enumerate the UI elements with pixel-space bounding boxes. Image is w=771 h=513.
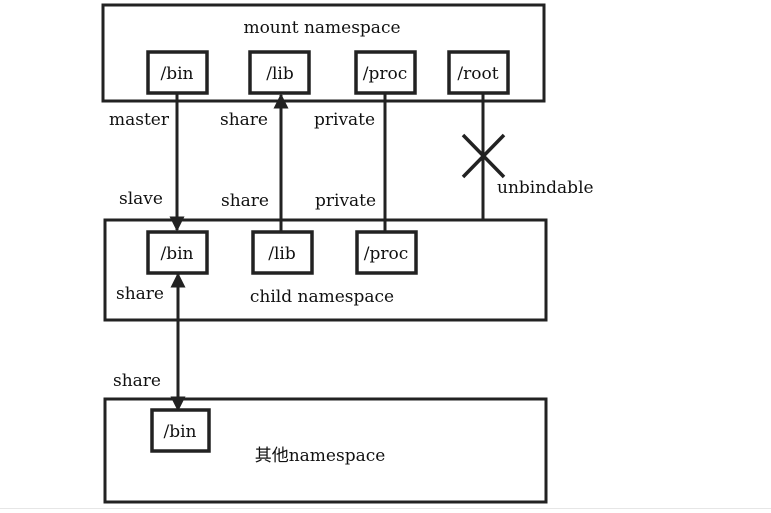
mount-namespace-title: mount namespace (243, 18, 400, 38)
label-unbindable: unbindable (497, 178, 594, 198)
mount-dir-lib-label: /lib (266, 64, 294, 84)
label-share-lower: share (221, 191, 269, 211)
mount-dir-root: /root (447, 50, 510, 95)
child-dir-bin: /bin (146, 230, 209, 275)
label-master: master (109, 110, 170, 130)
child-namespace-box: child namespace /bin /lib /proc (103, 218, 548, 322)
other-namespace-title: 其他namespace (255, 446, 386, 466)
label-private-lower: private (315, 191, 376, 211)
child-dir-bin-label: /bin (161, 244, 194, 264)
child-dir-proc-label: /proc (364, 244, 409, 264)
mount-dir-lib: /lib (248, 50, 311, 95)
mount-dir-bin-label: /bin (161, 64, 194, 84)
label-private-upper: private (314, 110, 375, 130)
label-share-child-bin: share (116, 284, 164, 304)
label-slave: slave (119, 189, 163, 209)
unbindable-cross-icon (461, 133, 506, 179)
mount-dir-root-label: /root (457, 64, 498, 84)
child-dir-lib-label: /lib (268, 244, 296, 264)
mount-namespace-box: mount namespace /bin /lib /proc /root (101, 3, 546, 103)
child-namespace-title: child namespace (250, 287, 394, 307)
child-dir-proc: /proc (355, 230, 418, 275)
mount-dir-proc-label: /proc (363, 64, 408, 84)
child-dir-lib: /lib (251, 230, 314, 275)
other-namespace-box: 其他namespace /bin (103, 397, 548, 504)
label-share-other-bin: share (113, 371, 161, 391)
label-share-upper: share (220, 110, 268, 130)
mount-dir-proc: /proc (354, 50, 417, 95)
other-dir-bin-label: /bin (164, 422, 197, 442)
other-dir-bin: /bin (150, 408, 211, 453)
mount-dir-bin: /bin (146, 50, 209, 95)
bottom-divider (0, 508, 771, 509)
